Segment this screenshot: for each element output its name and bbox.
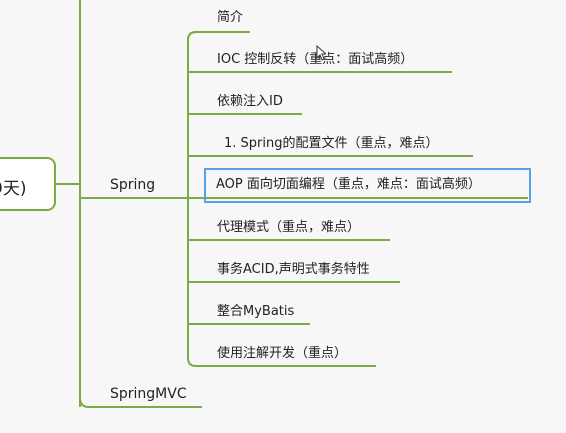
subtopic-mybatis[interactable]: 整合MyBatis <box>217 304 295 319</box>
subtopic-config-file[interactable]: 1. Spring的配置文件（重点，难点） <box>224 136 439 151</box>
subtopic-intro[interactable]: 简介 <box>217 10 244 25</box>
root-topic-label: 9天) <box>0 179 27 199</box>
subtopic-aop-selected[interactable]: AOP 面向切面编程（重点，难点：面试高频） <box>204 168 531 203</box>
mouse-pointer-icon <box>316 44 328 64</box>
root-topic-node[interactable] <box>0 157 56 211</box>
branch-topic-springmvc[interactable]: SpringMVC <box>110 386 187 402</box>
subtopic-ioc[interactable]: IOC 控制反转（重点：面试高频） <box>217 52 414 67</box>
subtopic-transaction[interactable]: 事务ACID,声明式事务特性 <box>217 262 370 277</box>
branch-topic-spring[interactable]: Spring <box>110 177 156 193</box>
subtopic-di[interactable]: 依赖注入ID <box>217 94 283 109</box>
subtopic-annotation[interactable]: 使用注解开发（重点） <box>217 346 348 361</box>
subtopic-proxy[interactable]: 代理模式（重点，难点） <box>217 220 361 235</box>
